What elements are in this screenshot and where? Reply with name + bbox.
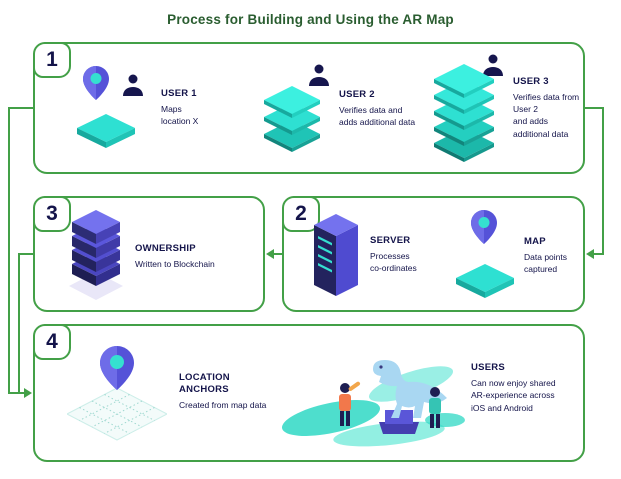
server-item: SERVER Processes co-ordinates xyxy=(314,214,417,296)
step-1-panel: 1 USER 1 Maps location X xyxy=(33,42,585,174)
arrowhead-into-step4 xyxy=(24,388,32,398)
server-desc: Processes co-ordinates xyxy=(370,251,417,274)
location-anchors-desc: Created from map data xyxy=(179,400,267,411)
dinosaur-statue xyxy=(373,360,447,418)
layer-stack-icon xyxy=(434,64,494,162)
user2-item: USER 2 Verifies data and adds additional… xyxy=(263,64,415,154)
person-icon xyxy=(483,54,503,76)
arrow-step1-to-step2 xyxy=(585,107,604,255)
person-right xyxy=(429,387,441,428)
step-2-panel: 2 SERVER Processes co-ordinates xyxy=(282,196,585,312)
person-icon xyxy=(123,74,143,96)
server-icons xyxy=(314,214,360,296)
ownership-item: OWNERSHIP Written to Blockchain xyxy=(69,210,215,304)
location-anchors-icons xyxy=(67,342,169,442)
user2-label: USER 2 xyxy=(339,89,375,101)
map-label: MAP xyxy=(524,236,546,248)
user1-desc: Maps location X xyxy=(161,104,199,127)
user1-item: USER 1 Maps location X xyxy=(77,66,198,150)
user3-label: USER 3 xyxy=(513,75,549,87)
ownership-label: OWNERSHIP xyxy=(135,243,196,255)
map-item: MAP Data points captured xyxy=(456,210,567,302)
location-pin-icon xyxy=(100,346,134,390)
users-label: USERS xyxy=(471,362,505,373)
step-3-number: 3 xyxy=(33,196,71,232)
arrowhead-into-step3 xyxy=(266,249,274,259)
ownership-desc: Written to Blockchain xyxy=(135,259,215,270)
arrowhead-into-step2 xyxy=(586,249,594,259)
user3-icons xyxy=(433,52,503,164)
step-3-panel: 3 xyxy=(33,196,265,312)
user1-icons xyxy=(77,66,151,150)
user2-desc: Verifies data and adds additional data xyxy=(339,105,416,128)
map-tile-icon xyxy=(77,114,135,148)
location-anchors-item: LOCATION ANCHORS Created from map data xyxy=(67,342,266,442)
page-title: Process for Building and Using the AR Ma… xyxy=(167,12,454,27)
users-desc: Can now enjoy shared AR-experience acros… xyxy=(471,377,556,413)
ownership-icons xyxy=(69,210,125,304)
users-item: USERS Can now enjoy shared AR-experience… xyxy=(471,362,556,414)
step-4-panel: 4 xyxy=(33,324,585,462)
arrow-step1-left-line xyxy=(8,107,33,394)
server-tower-icon xyxy=(314,214,358,296)
location-pin-icon xyxy=(83,66,109,100)
location-pin-icon xyxy=(471,210,497,244)
step-2-number: 2 xyxy=(282,196,320,232)
user3-desc: Verifies data from User 2 and adds addit… xyxy=(513,91,580,139)
ar-scene-illustration xyxy=(281,360,465,447)
location-anchors-label: LOCATION ANCHORS xyxy=(179,372,230,396)
map-icons xyxy=(456,210,514,302)
arrow-step3-to-step4 xyxy=(18,253,33,394)
person-icon xyxy=(309,64,329,86)
blockchain-tower-icon xyxy=(69,210,123,300)
map-tile-icon xyxy=(456,264,514,298)
step-4-number: 4 xyxy=(33,324,71,360)
user3-item: USER 3 Verifies data from User 2 and add… xyxy=(433,52,583,164)
grid-map-icon xyxy=(67,346,167,441)
server-label: SERVER xyxy=(370,235,411,247)
user1-label: USER 1 xyxy=(161,88,197,100)
layer-stack-icon xyxy=(264,86,320,152)
ar-scene-item xyxy=(279,336,467,452)
person-left xyxy=(339,381,361,426)
user2-icons xyxy=(263,64,329,154)
step-1-number: 1 xyxy=(33,42,71,78)
map-desc: Data points captured xyxy=(524,252,567,275)
